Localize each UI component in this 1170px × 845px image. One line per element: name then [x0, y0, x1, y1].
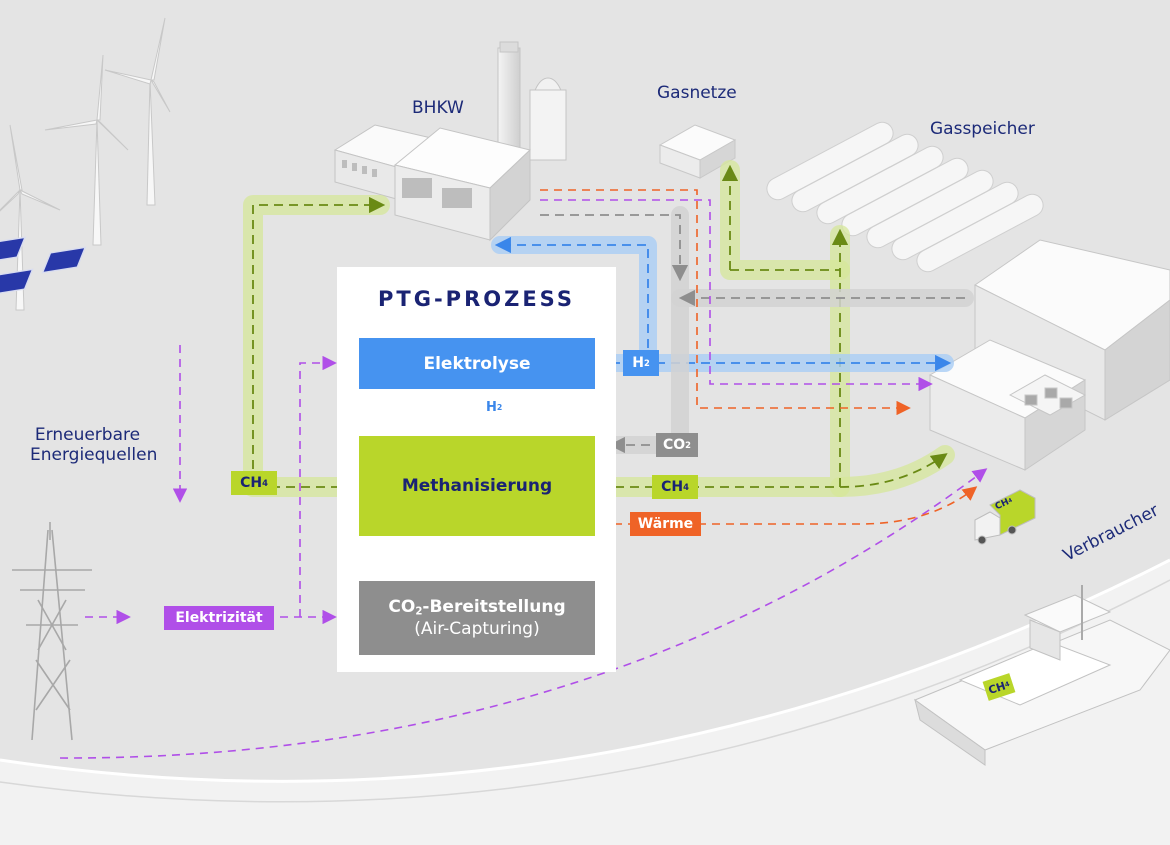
methanisierung-box: Methanisierung: [359, 436, 595, 536]
waerme-tag: Wärme: [630, 512, 701, 536]
label-erneuerbare: Erneuerbare Energiequellen: [30, 425, 158, 465]
elektrizitaet-tag: Elektrizität: [164, 606, 274, 630]
elektrolyse-label: Elektrolyse: [423, 353, 531, 374]
power-pylon-icon: [12, 522, 92, 741]
wind-turbines-icon: [0, 17, 171, 311]
truck-icon: [974, 489, 1036, 545]
methanisierung-label: Methanisierung: [401, 476, 553, 496]
gasspeicher-tanks-icon: [766, 121, 1044, 273]
solar-panels-icon: [0, 236, 87, 296]
elektrolyse-box: Elektrolyse: [359, 338, 595, 389]
bhkw-building-icon: [333, 41, 567, 242]
consumer-buildings-icon: [928, 239, 1170, 471]
label-gasspeicher: Gasspeicher: [930, 119, 1035, 139]
label-erneuerbare-line2: Energiequellen: [30, 445, 158, 465]
gasnetze-icon: [658, 124, 737, 179]
label-gasnetze: Gasnetze: [657, 83, 737, 103]
label-erneuerbare-line1: Erneuerbare: [34, 425, 141, 445]
ground-edge-line: [0, 558, 1170, 783]
co2-bereitstellung-label: CO2-Bereitstellung: [388, 596, 566, 618]
label-bhkw: BHKW: [412, 98, 464, 118]
air-capturing-label: (Air-Capturing): [414, 619, 540, 640]
ground-edge-shadow: [0, 579, 1170, 803]
ground-lower-area: [0, 560, 1170, 845]
electricity-flow-lines: [59, 199, 988, 759]
co2-bereitstellung-box: CO2-Bereitstellung (Air-Capturing): [359, 581, 595, 655]
heat-flow-lines: [540, 189, 978, 525]
ptg-title: PTG-PROZESS: [378, 287, 575, 311]
